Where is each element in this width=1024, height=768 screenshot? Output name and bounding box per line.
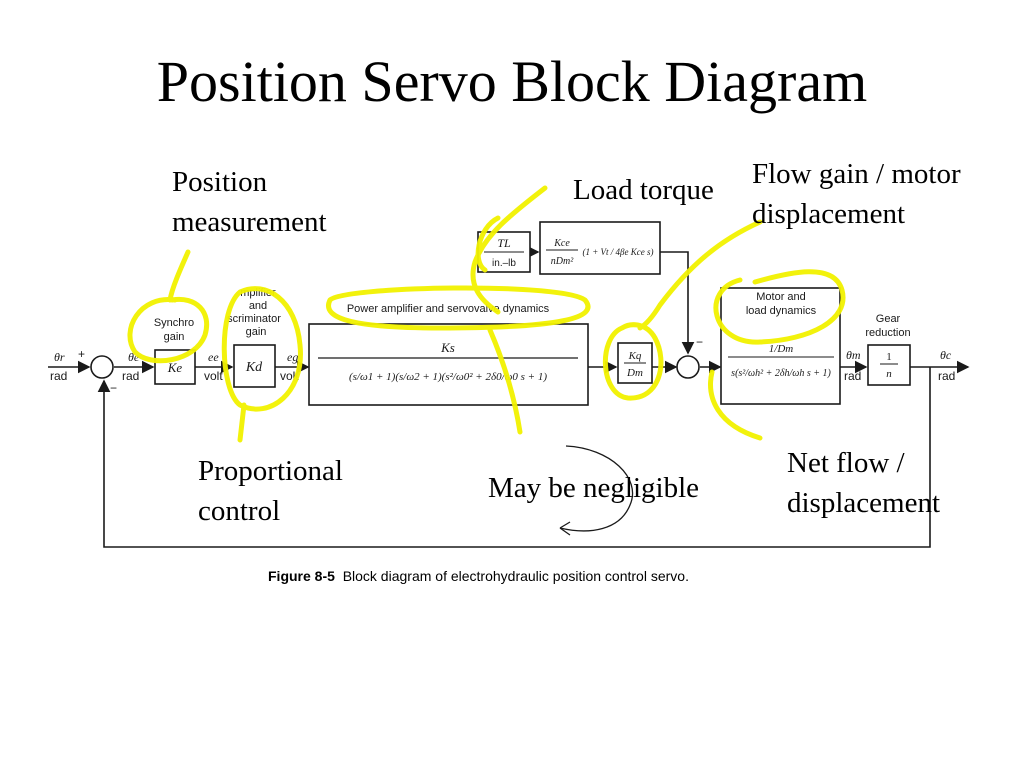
gear-numerator: 1: [886, 351, 892, 363]
output-unit: rad: [938, 369, 955, 383]
net-flow-pointer-mark: [708, 369, 763, 441]
plus-sign-1: +: [78, 347, 85, 361]
leakage-denominator: nDm²: [551, 256, 574, 267]
torque-unit: in.–lb: [492, 258, 516, 269]
eg-signal: eg: [287, 350, 298, 364]
servovalve-label: Power amplifier and servovalve dynamics: [347, 303, 550, 315]
negligible-arrow-mark: [559, 445, 634, 532]
torque-label: TL: [497, 236, 511, 250]
minus-sign-1: −: [110, 381, 117, 395]
amp-gain-value: Kd: [245, 360, 263, 375]
annotation-net-flow: Net flow / displacement: [787, 447, 941, 519]
summing-junction-1: [90, 355, 114, 379]
figure-number: Figure 8-5: [268, 568, 335, 584]
annotation-negligible: May be negligible: [488, 472, 700, 504]
synchro-gain-value: Ke: [167, 360, 183, 375]
annotation-load-torque: Load torque: [573, 174, 714, 206]
flow-gain-numerator: Kq: [628, 350, 642, 362]
annotation-position-measurement: Position measurement: [172, 166, 327, 238]
amp-label-2: and: [249, 300, 267, 312]
synchro-label-2: gain: [164, 331, 185, 343]
error-signal: θe: [128, 350, 140, 364]
synchro-label-1: Synchro: [154, 317, 194, 329]
amplifier-gain-block: [233, 344, 276, 388]
gear-reduction-block: [867, 344, 911, 386]
leakage-numerator: Kce: [553, 238, 570, 249]
flow-gain-denominator: Dm: [626, 367, 643, 379]
motor-circle-mark: [713, 269, 846, 345]
input-signal: θr: [54, 350, 65, 364]
torque-circle-mark: [475, 215, 501, 273]
flow-gain-pointer-mark: [637, 219, 763, 331]
negligible-pointer-mark: [487, 327, 523, 435]
motor-label-1: Motor and: [756, 291, 806, 303]
annotation-proportional-control: Proportional control: [198, 455, 343, 527]
synchro-circle-mark: [127, 296, 210, 364]
motor-numerator: 1/Dm: [769, 343, 794, 355]
theta-m-signal: θm: [846, 348, 861, 362]
slide-title: Position Servo Block Diagram: [156, 49, 868, 114]
amp-circle-mark: [221, 286, 303, 412]
summing-junction-2: [676, 355, 700, 379]
gear-label-2: reduction: [865, 327, 910, 339]
amp-label-3: scriminator: [227, 313, 281, 325]
servovalve-denominator: (s/ω1 + 1)(s/ω2 + 1)(s²/ω0² + 2δ0/ω0 s +…: [349, 371, 547, 383]
gear-denominator: n: [886, 368, 892, 380]
leakage-factor: (1 + Vt / 4βe Kce s): [582, 247, 653, 257]
ee-signal: ee: [208, 350, 219, 364]
input-unit: rad: [50, 369, 67, 383]
annotation-flow-gain: Flow gain / motor displacement: [752, 158, 961, 230]
minus-sign-2: −: [696, 335, 703, 349]
leakage-block: [539, 221, 661, 275]
highlighter-marks: [127, 185, 846, 443]
amp-label-4: gain: [246, 326, 267, 338]
gear-label-1: Gear: [876, 313, 901, 325]
figure-caption: Figure 8-5 Block diagram of electrohydra…: [268, 568, 689, 584]
motor-label-2: load dynamics: [746, 305, 817, 317]
error-unit: rad: [122, 369, 139, 383]
ee-unit: volt: [204, 369, 223, 383]
motor-denominator: s(s²/ωh² + 2δh/ωh s + 1): [731, 368, 831, 379]
signal-lines: [48, 245, 970, 548]
servovalve-block: [308, 323, 589, 406]
theta-m-unit: rad: [844, 369, 861, 383]
position-pointer-mark: [167, 249, 191, 303]
proportional-pointer-mark: [237, 402, 247, 443]
load-torque-arrow-mark: [470, 185, 548, 315]
output-signal: θc: [940, 348, 952, 362]
motor-dynamics-block: [720, 287, 841, 405]
figure-caption-text: Block diagram of electrohydraulic positi…: [342, 568, 689, 584]
synchro-gain-block: [154, 349, 196, 385]
servovalve-numerator: Ks: [440, 340, 455, 355]
servovalve-label-circle-mark: [326, 285, 591, 331]
